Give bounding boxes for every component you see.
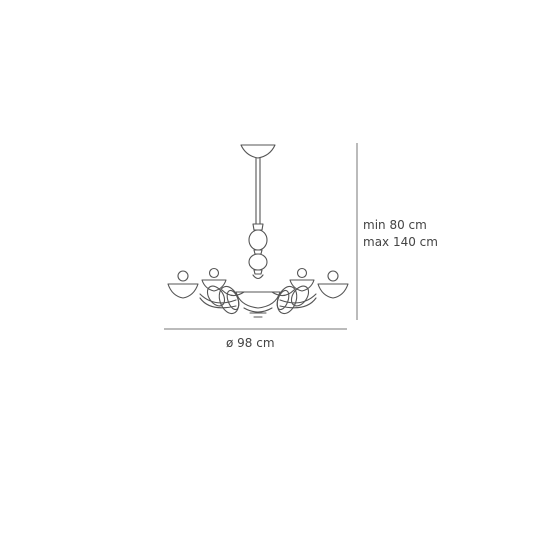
arm-inner-left xyxy=(201,267,245,297)
suspension-rod xyxy=(255,157,261,225)
central-bowl xyxy=(235,291,281,309)
arm-outer-right xyxy=(279,270,349,309)
height-min-label: min 80 cm xyxy=(363,218,427,232)
arm-outer-left xyxy=(167,270,237,309)
arm-inner-right xyxy=(271,267,315,297)
ceiling-canopy xyxy=(240,144,276,159)
height-max-label: max 140 cm xyxy=(363,235,438,249)
central-column xyxy=(248,223,268,280)
diameter-label: ø 98 cm xyxy=(226,336,275,350)
decorative-scrolls xyxy=(206,285,310,315)
